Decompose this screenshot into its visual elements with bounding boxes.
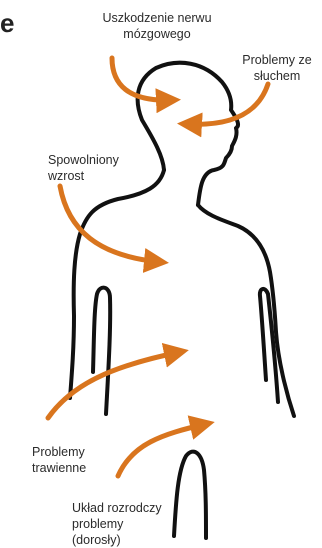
label-slowed-growth: Spowolniony wzrost (48, 152, 158, 184)
arrow-digestive (48, 352, 180, 418)
label-reproductive-problems: Układ rozrodczy problemy (dorosły) (72, 500, 212, 548)
right-torso-contour (198, 205, 294, 416)
left-arm-contour (93, 288, 110, 414)
arrows (48, 58, 268, 476)
label-digestive-problems: Problemy trawienne (32, 444, 122, 476)
label-hearing-problems: Problemy ze słuchem (234, 52, 320, 84)
label-brain-nerve-damage: Uszkodzenie nerwu mózgowego (86, 10, 228, 42)
left-torso-contour (70, 170, 164, 398)
